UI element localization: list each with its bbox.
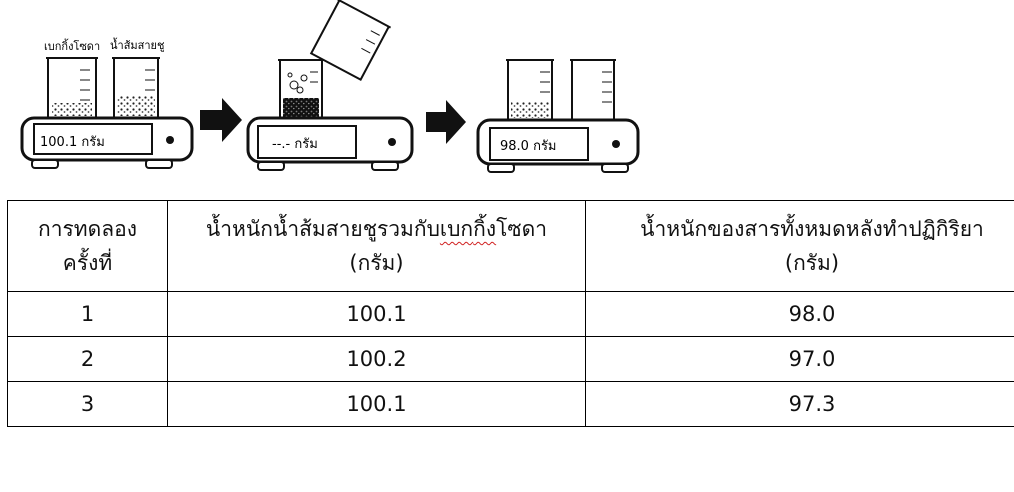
table-header-row: การทดลอง ครั้งที่ น้ำหนักน้ำส้มสายชูรวมก… [7, 200, 1014, 292]
scale-2-display: --.- กรัม [272, 137, 318, 152]
scale-1-display: 100.1 กรัม [40, 135, 105, 150]
header-trial-line1: การทดลอง [37, 217, 137, 241]
header-trial: การทดลอง ครั้งที่ [7, 200, 168, 292]
scale-1: เบกกิ้งโซดา น้ำส้มสายชู 100.1 กรัม [20, 37, 194, 169]
header-trial-line2: ครั้งที่ [62, 251, 113, 275]
table-row: 2 100.2 97.0 [7, 336, 1014, 382]
header-weight-after-unit: (กรัม) [784, 251, 840, 275]
cell-trial: 1 [7, 291, 168, 337]
reaction-beaker [278, 59, 324, 121]
beaker-products [506, 59, 554, 121]
cell-before: 100.2 [167, 336, 586, 382]
experiment-illustration: เบกกิ้งโซดา น้ำส้มสายชู 100.1 กรัม [20, 0, 640, 173]
vinegar-label: น้ำส้มสายชู [110, 37, 164, 52]
table-row: 3 100.1 97.3 [7, 381, 1014, 427]
table-row: 1 100.1 98.0 [7, 291, 1014, 337]
cell-trial: 3 [7, 381, 168, 427]
header-weight-before-post: โซดา [496, 217, 548, 241]
beaker-empty [570, 59, 616, 121]
cell-before: 100.1 [167, 381, 586, 427]
arrow-right-icon [200, 98, 242, 142]
scale-2: --.- กรัม [246, 0, 414, 171]
scale-3-display: 98.0 กรัม [500, 139, 557, 154]
header-weight-before-pre: น้ำหนักน้ำส้มสายชูรวมกับ [205, 217, 440, 241]
scale-3: 98.0 กรัม [476, 59, 640, 173]
header-weight-before-word1: เบก [439, 217, 474, 241]
header-weight-before: น้ำหนักน้ำส้มสายชูรวมกับเบกกิ้งโซดา (กรั… [167, 200, 586, 292]
cell-after: 98.0 [585, 291, 1014, 337]
baking-soda-label: เบกกิ้งโซดา [44, 38, 100, 53]
header-weight-before-unit: (กรัม) [349, 251, 404, 275]
header-weight-before-line1: น้ำหนักน้ำส้มสายชูรวมกับเบกกิ้งโซดา [172, 212, 581, 246]
header-weight-after-line1: น้ำหนักของสารทั้งหมดหลังทำปฏิกิริยา [640, 217, 984, 241]
arrow-right-icon [426, 100, 466, 144]
pouring-beaker [309, 0, 392, 81]
cell-before: 100.1 [167, 291, 586, 337]
cell-after: 97.0 [585, 336, 1014, 382]
header-weight-after: น้ำหนักของสารทั้งหมดหลังทำปฏิกิริยา (กรั… [585, 200, 1014, 292]
results-table: การทดลอง ครั้งที่ น้ำหนักน้ำส้มสายชูรวมก… [7, 200, 1014, 427]
cell-trial: 2 [7, 336, 168, 382]
cell-after: 97.3 [585, 381, 1014, 427]
beaker-baking-soda [46, 57, 98, 119]
beaker-vinegar [112, 57, 160, 119]
header-weight-before-word2: กิ้ง [473, 217, 497, 241]
